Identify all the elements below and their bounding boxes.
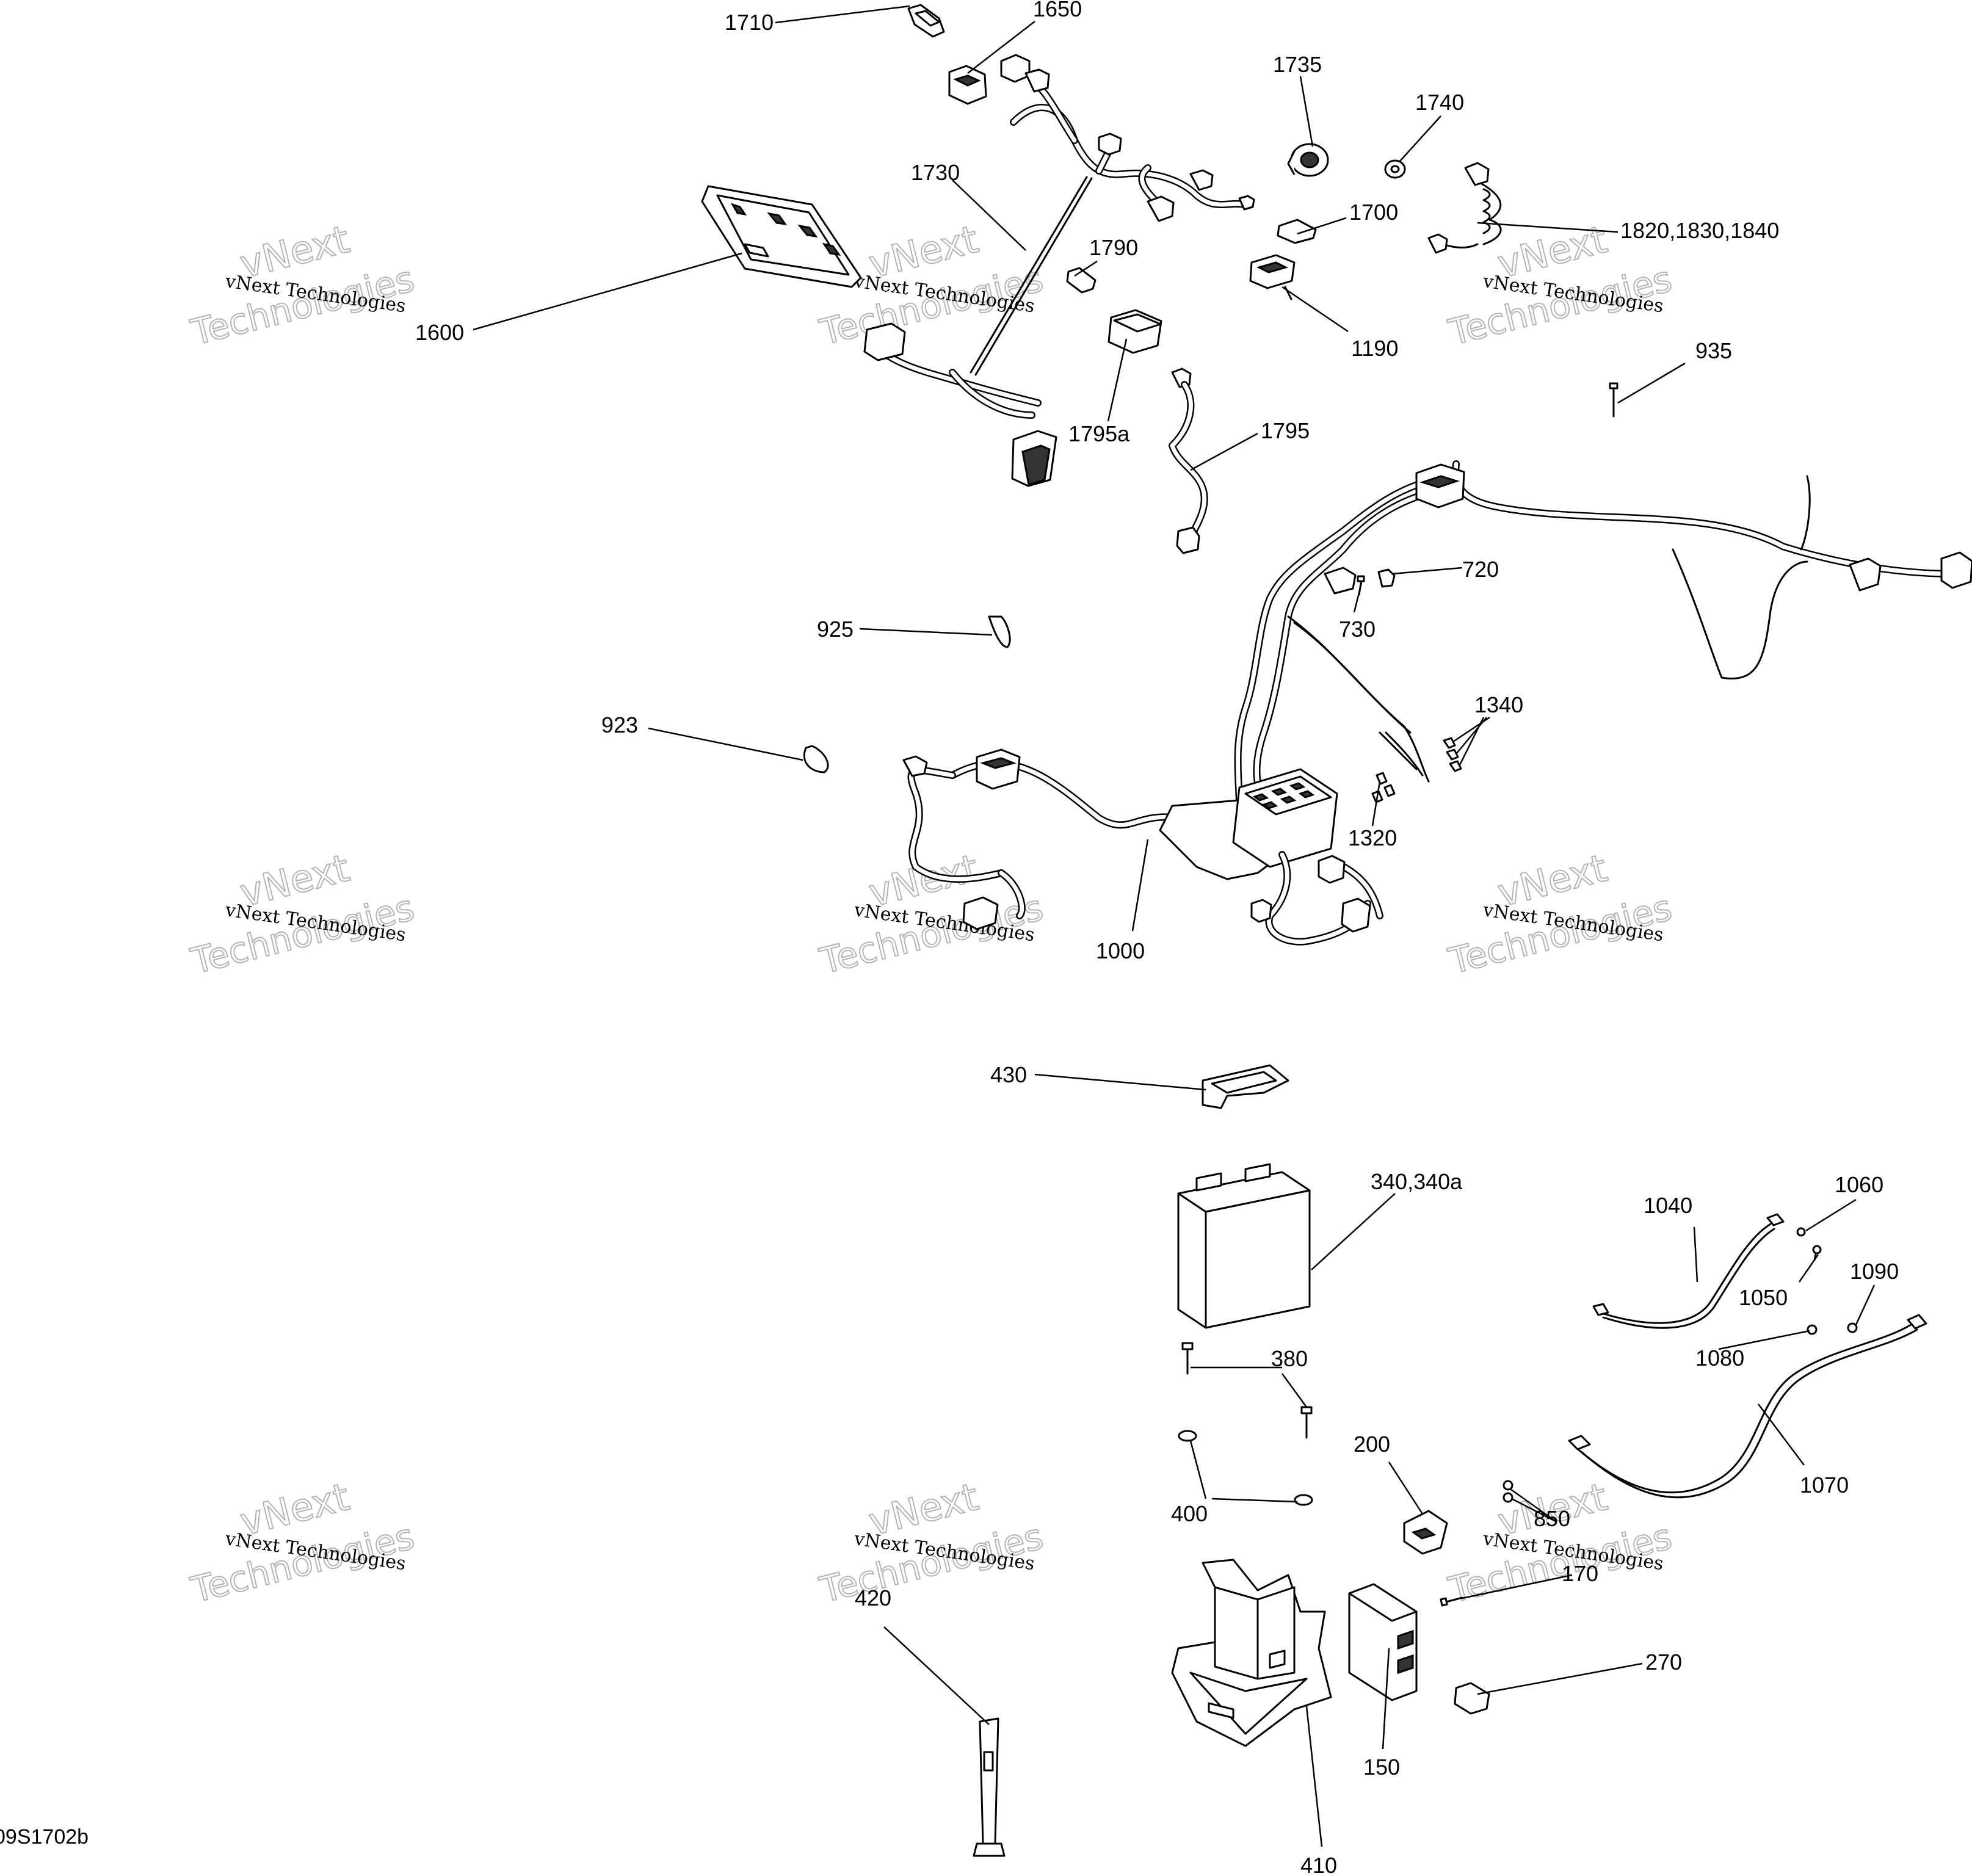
callout-340-340a: 340,340a [1371, 1169, 1463, 1194]
callout-1080: 1080 [1695, 1345, 1744, 1371]
part-420-strap [973, 1717, 1006, 1857]
part-1700-clip [1277, 219, 1317, 244]
part-1710-connector [907, 4, 945, 38]
watermark-bottom-right: vNext Technologies vNext Technologies [1444, 1474, 1677, 1612]
callout-1795a: 1795a [1068, 421, 1130, 446]
part-1795-wire [1169, 368, 1208, 554]
part-430-bracket [1202, 1064, 1289, 1109]
callout-1000: 1000 [1096, 938, 1145, 963]
callout-1190: 1190 [1351, 336, 1398, 361]
watermark-bottom-center: vNext Technologies vNext Technologies [815, 1474, 1048, 1612]
part-1060-nut [1796, 1227, 1806, 1237]
part-380-bolts [1181, 1342, 1313, 1439]
callout-1340: 1340 [1474, 692, 1523, 717]
callout-1730: 1730 [911, 160, 960, 185]
callout-1790: 1790 [1089, 235, 1138, 260]
part-1340-fuses [1379, 731, 1462, 777]
part-1730-upper-harness [863, 54, 1255, 487]
callout-1600: 1600 [415, 320, 464, 345]
part-720-clip [1377, 568, 1396, 588]
callout-720: 720 [1462, 557, 1499, 582]
callout-150: 150 [1363, 1755, 1400, 1780]
callout-1735: 1735 [1273, 52, 1322, 77]
callout-850: 850 [1534, 1506, 1570, 1531]
part-1600-display-module [701, 185, 862, 288]
part-340-battery [1177, 1163, 1311, 1329]
part-400-washers [1178, 1430, 1313, 1506]
callout-1700: 1700 [1349, 200, 1398, 225]
callout-1795: 1795 [1261, 418, 1310, 443]
part-1090-nut [1847, 1322, 1858, 1333]
part-1740-ring [1384, 159, 1406, 179]
part-1795a-relay [1107, 309, 1162, 354]
callout-925: 925 [817, 617, 854, 642]
part-1650-connector [948, 65, 987, 105]
part-923-clip [803, 745, 829, 773]
part-850-screws [1503, 1480, 1513, 1503]
part-925-clip [988, 615, 1011, 648]
callout-1820-1830-1840: 1820,1830,1840 [1620, 218, 1779, 243]
callout-1710: 1710 [725, 10, 774, 35]
callout-420: 420 [855, 1585, 891, 1610]
callout-1070: 1070 [1800, 1472, 1849, 1498]
callout-labels: 1710 1650 1735 1740 1730 1700 1820,1830,… [415, 0, 1899, 1876]
watermark-bottom-left: vNext Technologies vNext Technologies [186, 1474, 419, 1612]
watermark-top-left: vNext Technologies vNext Technologies [186, 216, 419, 354]
part-1820-coiled-lanyard [1427, 162, 1502, 254]
diagram-reference-code: 09S1702b [0, 1825, 89, 1849]
callout-430: 430 [990, 1062, 1027, 1087]
part-1790-fuse [1066, 267, 1097, 294]
part-1080-nut [1807, 1324, 1818, 1335]
callout-200: 200 [1354, 1432, 1390, 1457]
part-410-battery-tray [1171, 1559, 1332, 1747]
callout-400: 400 [1171, 1501, 1208, 1526]
part-1190-switch [1249, 254, 1296, 300]
part-150-module [1348, 1583, 1418, 1701]
part-1320-fuses [1371, 772, 1396, 803]
callout-1040: 1040 [1644, 1193, 1692, 1218]
callout-380: 380 [1271, 1346, 1308, 1371]
part-200-relay [1403, 1510, 1448, 1555]
callout-170: 170 [1562, 1561, 1598, 1586]
part-935-pin [1609, 382, 1619, 418]
part-1040-cable [1592, 1213, 1785, 1329]
callout-730: 730 [1339, 617, 1376, 642]
leader-lines [473, 5, 1876, 1847]
watermark-mid-right: vNext Technologies vNext Technologies [1444, 845, 1677, 983]
callout-1090: 1090 [1850, 1259, 1899, 1284]
callout-935: 935 [1695, 338, 1732, 363]
callout-1050: 1050 [1739, 1285, 1788, 1310]
callout-923: 923 [601, 712, 638, 737]
watermark-mid-center: vNext Technologies vNext Technologies [815, 845, 1048, 983]
part-1050-bolt [1812, 1245, 1822, 1261]
part-1000-main-harness [902, 460, 1972, 946]
part-170-screw [1440, 1596, 1463, 1607]
part-1070-cable [1568, 1314, 1927, 1499]
watermark-mid-left: vNext Technologies vNext Technologies [186, 845, 419, 983]
callout-1320: 1320 [1348, 825, 1397, 850]
part-270-connector [1454, 1682, 1490, 1715]
callout-1060: 1060 [1835, 1172, 1883, 1197]
callout-270: 270 [1645, 1650, 1682, 1675]
part-1735-switch [1287, 143, 1329, 177]
callout-1650: 1650 [1033, 0, 1082, 21]
callout-1740: 1740 [1415, 90, 1464, 115]
callout-410: 410 [1300, 1853, 1337, 1876]
